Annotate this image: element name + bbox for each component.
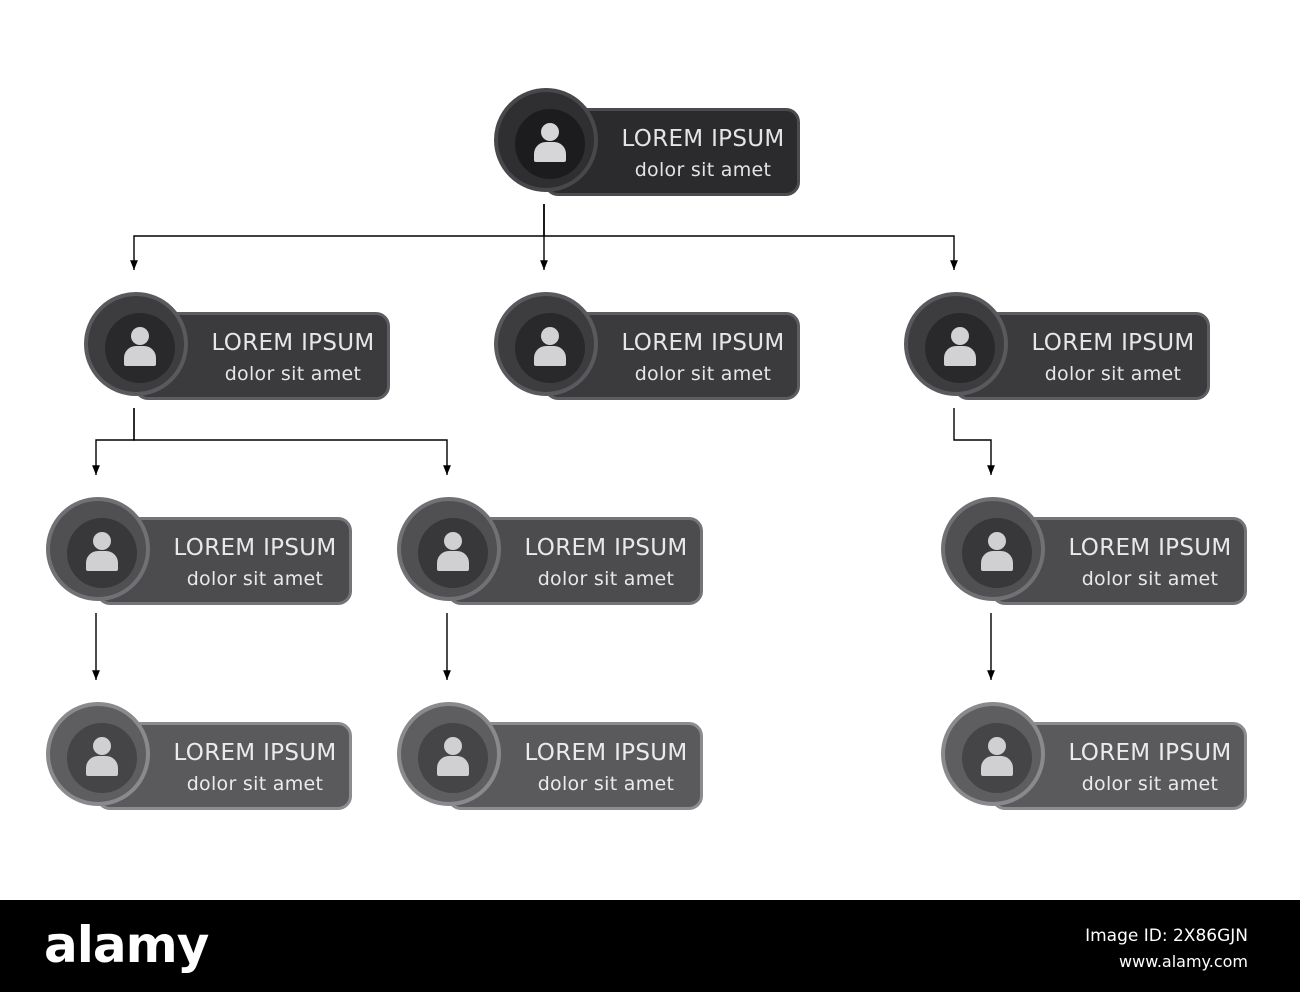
avatar-circle bbox=[941, 702, 1045, 806]
avatar-circle bbox=[494, 88, 598, 192]
org-node-root: LOREM IPSUM dolor sit amet bbox=[494, 88, 818, 212]
avatar-inner bbox=[515, 109, 585, 179]
node-subtitle: dolor sit amet bbox=[634, 159, 772, 181]
person-icon bbox=[124, 327, 156, 367]
avatar-circle bbox=[84, 292, 188, 396]
avatar-inner bbox=[962, 518, 1032, 588]
avatar-inner bbox=[962, 723, 1032, 793]
person-icon bbox=[437, 532, 469, 572]
org-node-right: LOREM IPSUM dolor sit amet bbox=[904, 292, 1228, 416]
org-node-right-a: LOREM IPSUM dolor sit amet bbox=[941, 497, 1265, 621]
node-subtitle: dolor sit amet bbox=[537, 568, 675, 590]
avatar-circle bbox=[904, 292, 1008, 396]
org-node-left-b-child: LOREM IPSUM dolor sit amet bbox=[397, 702, 721, 826]
org-node-left-a: LOREM IPSUM dolor sit amet bbox=[46, 497, 370, 621]
connector-arrow-right-to-right-a bbox=[953, 408, 995, 475]
avatar-inner bbox=[67, 723, 137, 793]
node-title: LOREM IPSUM bbox=[621, 330, 785, 356]
node-title: LOREM IPSUM bbox=[211, 330, 375, 356]
org-node-left: LOREM IPSUM dolor sit amet bbox=[84, 292, 408, 416]
avatar-inner bbox=[67, 518, 137, 588]
avatar-circle bbox=[46, 497, 150, 601]
avatar-circle bbox=[46, 702, 150, 806]
person-icon bbox=[534, 123, 566, 163]
node-subtitle: dolor sit amet bbox=[1081, 773, 1219, 795]
person-icon bbox=[944, 327, 976, 367]
avatar-circle bbox=[397, 497, 501, 601]
connector-arrow-left-to-left-a bbox=[92, 408, 135, 475]
alamy-logo: alamy bbox=[44, 916, 209, 974]
person-icon bbox=[981, 737, 1013, 777]
person-icon bbox=[534, 327, 566, 367]
node-subtitle: dolor sit amet bbox=[634, 363, 772, 385]
connector-arrow-root-to-left bbox=[130, 204, 545, 270]
image-id-label: Image ID: 2X86GJN bbox=[1085, 926, 1248, 946]
avatar-circle bbox=[941, 497, 1045, 601]
node-subtitle: dolor sit amet bbox=[186, 568, 324, 590]
connector-lines bbox=[92, 204, 995, 680]
node-title: LOREM IPSUM bbox=[1068, 535, 1232, 561]
avatar-inner bbox=[515, 313, 585, 383]
avatar-circle bbox=[494, 292, 598, 396]
avatar-inner bbox=[925, 313, 995, 383]
node-title: LOREM IPSUM bbox=[524, 535, 688, 561]
node-title: LOREM IPSUM bbox=[524, 740, 688, 766]
node-subtitle: dolor sit amet bbox=[1081, 568, 1219, 590]
org-node-right-a-child: LOREM IPSUM dolor sit amet bbox=[941, 702, 1265, 826]
node-subtitle: dolor sit amet bbox=[1044, 363, 1182, 385]
avatar-inner bbox=[105, 313, 175, 383]
node-title: LOREM IPSUM bbox=[1031, 330, 1195, 356]
node-title: LOREM IPSUM bbox=[173, 740, 337, 766]
node-title: LOREM IPSUM bbox=[621, 126, 785, 152]
org-node-middle: LOREM IPSUM dolor sit amet bbox=[494, 292, 818, 416]
node-subtitle: dolor sit amet bbox=[224, 363, 362, 385]
node-subtitle: dolor sit amet bbox=[186, 773, 324, 795]
connector-arrow-root-to-right bbox=[543, 204, 958, 270]
person-icon bbox=[437, 737, 469, 777]
avatar-inner bbox=[418, 723, 488, 793]
org-node-left-a-child: LOREM IPSUM dolor sit amet bbox=[46, 702, 370, 826]
avatar-inner bbox=[418, 518, 488, 588]
org-node-left-b: LOREM IPSUM dolor sit amet bbox=[397, 497, 721, 621]
person-icon bbox=[86, 737, 118, 777]
node-title: LOREM IPSUM bbox=[173, 535, 337, 561]
person-icon bbox=[981, 532, 1013, 572]
avatar-circle bbox=[397, 702, 501, 806]
node-title: LOREM IPSUM bbox=[1068, 740, 1232, 766]
person-icon bbox=[86, 532, 118, 572]
connector-arrow-left-to-left-b bbox=[133, 408, 451, 475]
node-subtitle: dolor sit amet bbox=[537, 773, 675, 795]
watermark-footer: alamy Image ID: 2X86GJN www.alamy.com bbox=[0, 900, 1300, 992]
site-url: www.alamy.com bbox=[1119, 952, 1248, 971]
